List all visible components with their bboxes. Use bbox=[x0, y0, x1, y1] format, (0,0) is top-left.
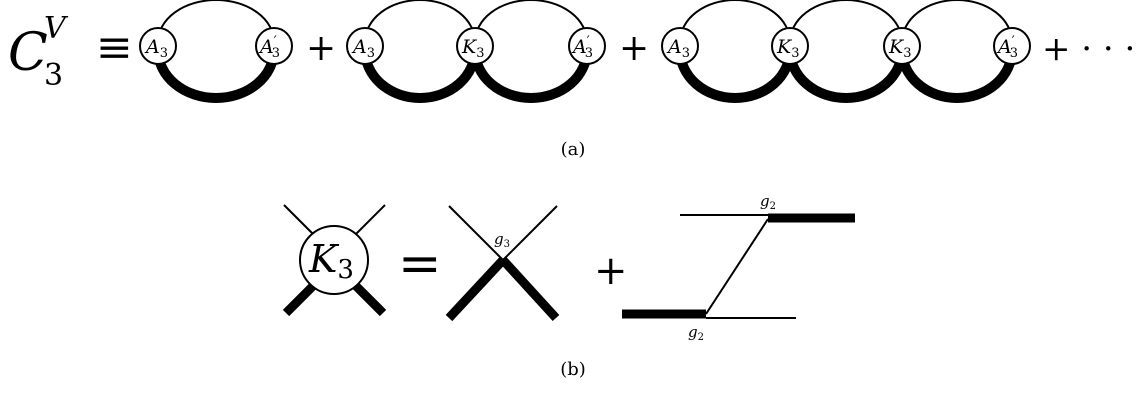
lhs-base: C bbox=[8, 23, 48, 83]
plus-sign: + bbox=[594, 248, 628, 294]
lhs-superscript: V bbox=[44, 11, 69, 46]
plus-sign: + bbox=[306, 28, 336, 69]
vertex-a3: A3 bbox=[139, 27, 177, 65]
leg-upper-left bbox=[283, 204, 315, 236]
plus-sign: + bbox=[619, 28, 649, 69]
vertex-label: K3 bbox=[308, 237, 354, 285]
bubble-diagram-2: A3 K3 A′3 bbox=[346, 0, 606, 103]
leg-upper-right bbox=[354, 204, 386, 236]
lhs-subscript: 3 bbox=[44, 58, 63, 93]
ellipsis: + · · · bbox=[1042, 29, 1135, 69]
vertex-k3: K3 bbox=[771, 27, 809, 65]
line-lower-left-heavy bbox=[445, 256, 507, 322]
svg-text:A′3: A′3 bbox=[571, 34, 593, 61]
panel-b: K3 = g3 + g2 g2 (b) bbox=[282, 192, 855, 380]
svg-text:A3: A3 bbox=[351, 36, 375, 61]
svg-text:K3: K3 bbox=[888, 36, 911, 61]
vertex-k3: K3 bbox=[456, 27, 494, 65]
caption-b: (b) bbox=[560, 359, 586, 380]
leg-lower-left-heavy bbox=[282, 281, 318, 317]
exchange-line bbox=[705, 218, 769, 315]
bubble-upper-line bbox=[157, 0, 275, 43]
panel-a: C V 3 ≡ A3 A′3 + A3 bbox=[8, 0, 1135, 160]
vertex-a3-prime: A′3 bbox=[568, 27, 606, 65]
lhs-symbol: C V 3 bbox=[8, 11, 69, 93]
svg-text:A3: A3 bbox=[666, 36, 690, 61]
vertex-a3-prime: A′3 bbox=[255, 27, 293, 65]
equals-sign: = bbox=[398, 234, 442, 294]
vertex-a3-prime: A′3 bbox=[993, 27, 1031, 65]
coupling-label-g3: g3 bbox=[494, 230, 510, 250]
caption-a: (a) bbox=[561, 139, 586, 160]
line-upper-left bbox=[448, 205, 504, 261]
coupling-label-g2-bottom: g2 bbox=[688, 323, 704, 343]
svg-text:K3: K3 bbox=[461, 36, 484, 61]
vertex-a3: A3 bbox=[661, 27, 699, 65]
leg-lower-right-heavy bbox=[351, 281, 387, 317]
bubble-diagram-3: A3 K3 K3 A′3 bbox=[661, 0, 1031, 103]
line-upper-right bbox=[502, 205, 558, 261]
line-lower-right-heavy bbox=[499, 256, 560, 322]
contact-vertex-diagram: g3 bbox=[445, 205, 560, 322]
svg-text:K3: K3 bbox=[776, 36, 799, 61]
vertex-k3: K3 bbox=[883, 27, 921, 65]
vertex-label: A′3 bbox=[258, 34, 280, 61]
svg-text:A′3: A′3 bbox=[996, 34, 1018, 61]
vertex-a3: A3 bbox=[346, 27, 384, 65]
coupling-label-g2-top: g2 bbox=[760, 192, 776, 212]
vertex-label: A3 bbox=[144, 36, 168, 61]
equiv-sign: ≡ bbox=[96, 22, 133, 73]
bubble-diagram-1: A3 A′3 bbox=[139, 0, 293, 103]
bubble-lower-heavy-line bbox=[153, 49, 279, 103]
k3-vertex-blob: K3 bbox=[282, 204, 387, 317]
exchange-diagram: g2 g2 bbox=[622, 192, 855, 343]
